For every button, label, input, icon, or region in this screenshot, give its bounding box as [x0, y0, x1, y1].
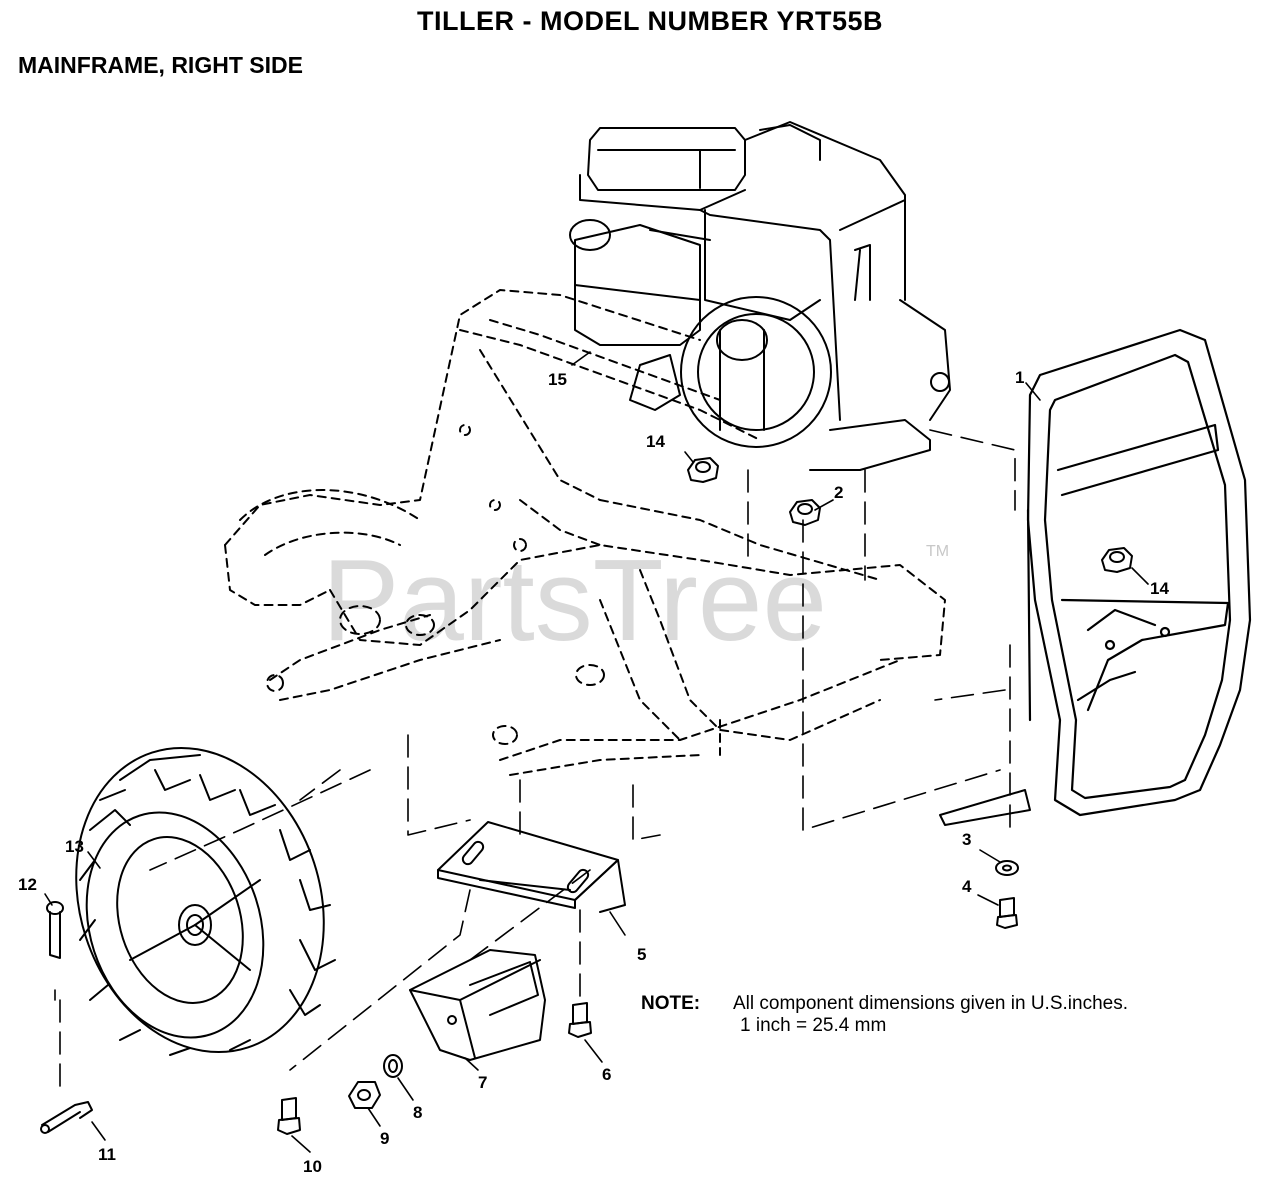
hex-nut-14-lower [1101, 547, 1133, 573]
watermark-tm: TM [926, 543, 949, 560]
engine-part-15 [569, 121, 951, 471]
callout-9: 9 [380, 1129, 389, 1148]
lock-washer-part-8 [383, 1054, 403, 1078]
callout-13: 13 [65, 837, 84, 856]
hex-nut-14-upper [687, 457, 719, 483]
callout-1: 1 [1015, 368, 1024, 387]
wheel-tire-part-13 [75, 746, 336, 1056]
bolt-part-4 [996, 897, 1018, 929]
callout-2: 2 [834, 483, 843, 502]
bumper-part-1 [1026, 328, 1252, 817]
callout-4: 4 [962, 877, 972, 896]
callout-5: 5 [637, 945, 646, 964]
hex-nut-part-9 [348, 1081, 381, 1109]
note-line2: 1 inch = 25.4 mm [740, 1015, 887, 1036]
assembly-leader-lines [54, 429, 1016, 1091]
hairpin-clip-part-11 [40, 1101, 93, 1134]
callout-8: 8 [413, 1103, 422, 1122]
callout-10: 10 [303, 1157, 322, 1176]
watermark-text: PartsTree [322, 535, 827, 665]
dimension-note: NOTE: All component dimensions given in U… [641, 993, 1128, 1037]
callout-12: 12 [18, 875, 37, 894]
diagram-subtitle: MAINFRAME, RIGHT SIDE [18, 52, 303, 78]
callout-6: 6 [602, 1065, 611, 1084]
washer-part-3 [995, 860, 1019, 876]
bolt-part-10 [277, 1097, 301, 1135]
callout-labels: 1 2 3 4 5 6 7 8 9 10 11 12 13 14 14 15 [18, 368, 1169, 1176]
callout-11: 11 [98, 1145, 116, 1164]
tine-assembly-dashed [224, 289, 946, 776]
clevis-pin-part-12 [46, 901, 64, 959]
shield-part-7 [409, 949, 546, 1061]
callout-15: 15 [548, 370, 567, 389]
callout-7: 7 [478, 1073, 487, 1092]
callout-14-upper: 14 [646, 432, 665, 451]
callout-3: 3 [962, 830, 971, 849]
note-line1: All component dimensions given in U.S.in… [733, 993, 1128, 1014]
bolt-part-6 [568, 1002, 592, 1038]
hex-nut-2 [789, 499, 821, 526]
diagram-title: TILLER - MODEL NUMBER YRT55B [416, 6, 884, 36]
bracket-part-5 [437, 821, 626, 913]
callout-14-lower: 14 [1150, 579, 1169, 598]
callout-leaders [44, 351, 1149, 1153]
note-label: NOTE: [641, 993, 701, 1014]
skid-plate [939, 789, 1031, 826]
